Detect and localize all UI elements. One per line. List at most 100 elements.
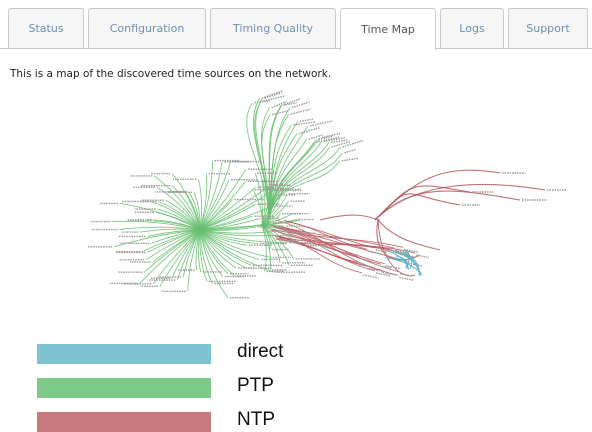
node-label [358,257,370,262]
ptp-link [199,229,271,258]
ptp-link [199,179,230,231]
node-label [315,136,340,143]
ptp-link [261,193,288,226]
node-label [344,148,357,154]
legend-label-direct: direct [237,341,284,362]
ptp-link [199,229,252,266]
ntp-link [277,237,399,276]
ptp-link [261,224,295,260]
tab-support[interactable]: Support [508,8,588,48]
ptp-link [199,229,229,298]
tab-configuration[interactable]: Configuration [88,8,206,48]
node-label [291,101,310,109]
ptp-link [146,229,201,261]
time-source-map[interactable] [0,80,592,330]
tab-label: Logs [459,22,485,35]
node-label [284,98,301,105]
ptp-link [261,185,273,226]
node-label [293,121,317,126]
ntp-link [285,228,400,273]
ptp-link [119,226,201,231]
ptp-link [261,184,269,226]
tab-label: Support [526,22,570,35]
node-label [290,108,311,115]
node-label [309,120,333,127]
legend-label-ptp: PTP [237,375,274,396]
node-label [385,264,401,270]
ptp-link [199,229,213,284]
ptp-link [199,168,247,231]
ptp-link [261,213,293,226]
intro-text: This is a map of the discovered time sou… [10,68,332,80]
ntp-link [374,193,461,221]
ptp-link [199,188,266,231]
ptp-link [199,229,229,275]
ntp-link [319,214,381,221]
node-label [382,271,396,276]
tab-timing-quality[interactable]: Timing Quality [210,8,336,48]
node-label [362,274,379,279]
node-label [271,100,287,109]
ptp-link [199,229,247,269]
node-label [318,135,334,141]
node-label [299,118,314,123]
ptp-link [171,173,201,231]
node-label [399,253,417,259]
ptp-link [112,220,201,231]
ntp-link [287,233,376,272]
ptp-link [154,175,201,231]
node-label [399,273,411,277]
legend-swatch-ptp [37,378,211,398]
ntp-link [277,235,363,274]
node-label [323,136,346,143]
tab-label: Status [28,22,64,35]
ptp-link [199,161,223,231]
node-label [399,276,414,281]
ptp-link [199,160,214,231]
tab-bar: Status Configuration Timing Quality Time… [0,0,592,56]
ptp-link [261,224,267,272]
ntp-link [288,221,375,249]
ptp-link [254,173,264,226]
ptp-link [267,152,343,226]
legend-label-ntp: NTP [237,409,275,430]
ptp-link [153,219,201,231]
node-labels [87,90,567,299]
ptp-link [199,203,256,231]
node-label [254,100,270,104]
ptp-link [171,185,201,231]
ptp-link [261,181,266,226]
node-label [341,157,360,162]
node-label [298,127,320,135]
ptp-link [199,229,275,273]
node-label [321,132,341,139]
node-label [408,262,424,267]
ptp-link [199,161,232,231]
tab-logs[interactable]: Logs [440,8,504,48]
node-label [263,95,286,102]
direct-link [396,255,409,269]
ptp-link [139,229,201,284]
tab-label: Time Map [361,23,415,36]
ntp-link [289,235,416,254]
tab-time-map[interactable]: Time Map [340,8,436,50]
node-label [283,102,297,106]
ptp-link [187,229,201,292]
ptp-link [199,229,208,282]
ptp-link [199,229,288,244]
ptp-link [114,229,201,248]
node-label [272,109,290,116]
node-label [342,139,365,148]
ptp-link [199,186,256,231]
ptp-link [156,186,201,231]
ntp-link [377,219,441,251]
direct-link [394,250,416,266]
legend-swatch-ntp [37,412,211,432]
tab-status[interactable]: Status [8,8,84,48]
legend-swatch-direct [37,344,211,364]
ptp-link [176,229,201,281]
node-label [381,265,393,269]
node-label [375,249,388,253]
node-label [308,134,324,140]
ntp-link [374,190,521,221]
